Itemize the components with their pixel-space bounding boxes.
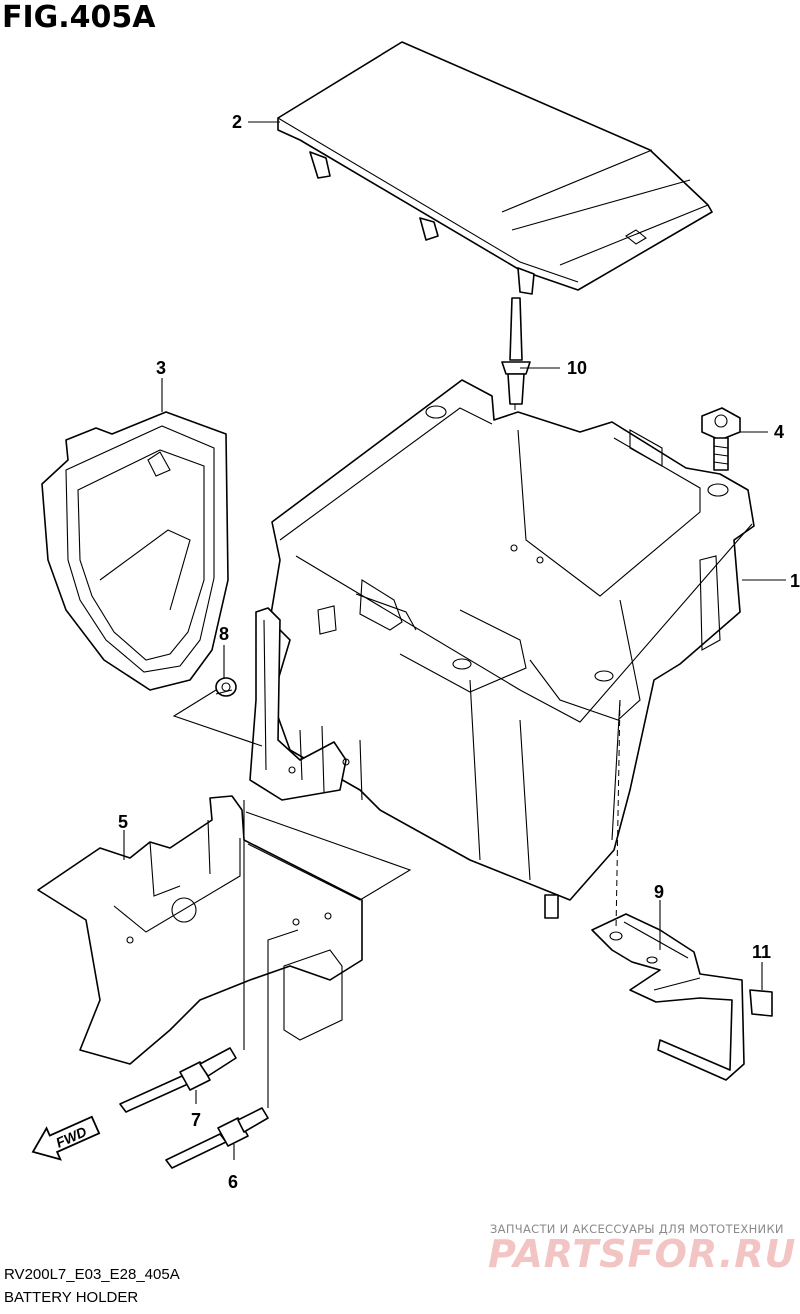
callout-1: 1 xyxy=(790,571,800,591)
figure-caption: BATTERY HOLDER xyxy=(4,1289,139,1306)
watermark-tagline: ЗАПЧАСТИ И АКСЕССУАРЫ ДЛЯ МОТОТЕХНИКИ xyxy=(490,1222,784,1236)
figure-title: FIG.405A xyxy=(2,0,156,35)
reference-code: RV200L7_E03_E28_405A xyxy=(4,1266,180,1283)
part-2-battery-cover[interactable] xyxy=(277,41,713,295)
callout-8: 8 xyxy=(219,624,229,644)
callout-6: 6 xyxy=(228,1172,238,1192)
callout-3: 3 xyxy=(156,358,166,378)
callout-5: 5 xyxy=(118,812,128,832)
rear-bracket xyxy=(249,607,350,801)
callout-4: 4 xyxy=(774,422,784,442)
callout-2: 2 xyxy=(232,112,242,132)
part-4-bolt[interactable] xyxy=(701,407,741,471)
part-7-rivet[interactable] xyxy=(119,1047,237,1113)
callout-7: 7 xyxy=(191,1110,201,1130)
part-3-side-cover[interactable] xyxy=(41,411,229,691)
part-5-lower-bracket[interactable] xyxy=(37,795,412,1065)
part-6-rivet[interactable] xyxy=(165,1107,269,1169)
part-11-pad[interactable] xyxy=(749,989,773,1017)
part-1-battery-holder[interactable] xyxy=(269,379,755,919)
part-8-washer[interactable] xyxy=(215,677,237,697)
watermark-logo: PARTSFOR.RU xyxy=(488,1232,797,1276)
leader-lines xyxy=(123,121,786,1160)
callout-11: 11 xyxy=(752,942,771,962)
part-9-strap-bracket[interactable] xyxy=(591,699,745,1081)
callout-10: 10 xyxy=(567,358,587,378)
fwd-arrow-icon: FWD xyxy=(31,1115,101,1161)
callout-9: 9 xyxy=(654,882,664,902)
